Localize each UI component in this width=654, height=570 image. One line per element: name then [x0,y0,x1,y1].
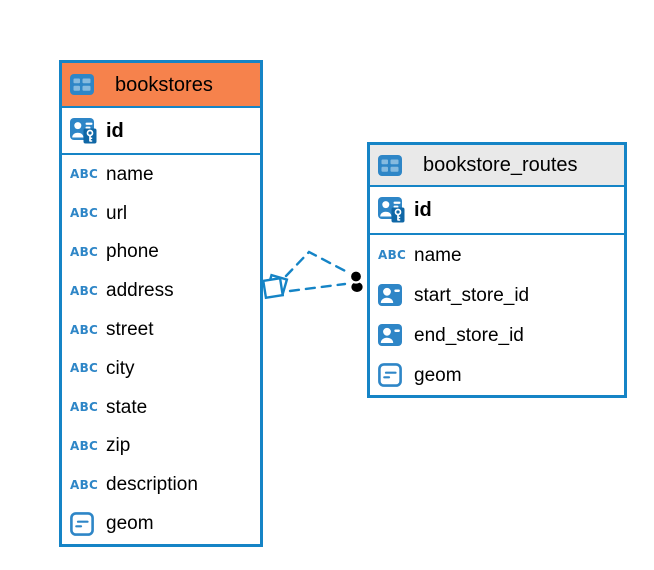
column-row-id[interactable]: id [62,108,260,153]
column-row-city[interactable]: ABC city [62,349,260,388]
geometry-icon [378,363,406,387]
column-name: state [106,396,148,418]
column-row-geom[interactable]: geom [62,504,260,543]
relationship-source-marker[interactable] [261,273,289,300]
column-row-state[interactable]: ABC state [62,388,260,427]
column-name: geom [414,364,462,386]
text-icon: ABC [70,206,99,221]
column-row-address[interactable]: ABC address [62,271,260,310]
foreign-key-icon [378,284,406,306]
column-name: end_store_id [414,324,524,346]
column-row-phone[interactable]: ABC phone [62,233,260,272]
text-icon: ABC [70,167,99,182]
column-name: name [106,163,154,185]
table-bookstore-routes[interactable]: bookstore_routes id ABC name start_store_i… [367,142,627,398]
column-name: street [106,319,154,341]
foreign-key-icon [378,324,406,346]
column-row-id[interactable]: id [370,187,624,233]
relationship-target-marker[interactable] [348,269,364,293]
table-icon [70,74,98,95]
column-name: id [414,199,432,221]
geometry-icon [70,511,98,536]
column-name: id [106,119,124,142]
text-icon: ABC [70,361,99,376]
column-row-end_store_id[interactable]: end_store_id [370,315,624,355]
primary-key-section: id [62,108,260,155]
table-header-bookstores[interactable]: bookstores [62,63,260,108]
table-title: bookstore_routes [423,154,578,176]
column-name: phone [106,241,159,263]
text-icon: ABC [70,322,99,337]
column-name: city [106,357,135,379]
column-name: geom [106,513,154,535]
relationship-line[interactable] [284,250,351,278]
column-row-description[interactable]: ABC description [62,465,260,504]
column-row-name[interactable]: ABC name [62,155,260,194]
text-icon: ABC [70,400,99,415]
primary-key-icon [70,117,98,144]
text-icon: ABC [70,283,99,298]
column-name: url [106,202,128,224]
column-name: address [106,280,174,302]
text-icon: ABC [70,244,99,259]
column-name: start_store_id [414,284,530,306]
column-name: zip [106,435,131,457]
column-row-url[interactable]: ABC url [62,194,260,233]
column-name: name [414,244,462,266]
table-icon [378,154,406,176]
primary-key-icon [378,197,406,223]
column-row-zip[interactable]: ABC zip [62,427,260,466]
table-title: bookstores [115,73,213,96]
column-name: description [106,474,198,496]
text-icon: ABC [70,477,99,492]
column-row-street[interactable]: ABC street [62,310,260,349]
primary-key-section: id [370,187,624,235]
text-icon: ABC [70,438,99,453]
relationship-line[interactable] [288,282,347,293]
column-row-start_store_id[interactable]: start_store_id [370,275,624,315]
table-header-bookstore-routes[interactable]: bookstore_routes [370,145,624,187]
text-icon: ABC [378,248,407,262]
column-row-geom[interactable]: geom [370,355,624,395]
column-row-name[interactable]: ABC name [370,235,624,275]
